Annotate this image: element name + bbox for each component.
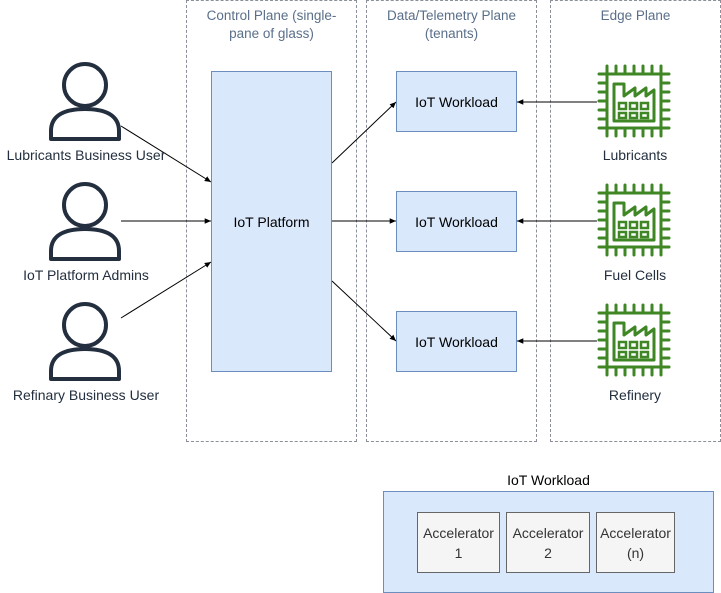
- accelerator-2-box[interactable]: Accelerator 2: [506, 512, 590, 573]
- user-icon: [49, 302, 121, 381]
- user-label-lubricants: Lubricants Business User: [6, 147, 166, 163]
- user-icon: [49, 62, 121, 141]
- edge-label-refinery: Refinery: [608, 387, 662, 403]
- data-plane-title: Data/Telemetry Plane (tenants): [386, 8, 517, 41]
- factory-chip-icon: [597, 64, 671, 138]
- edge-plane-title: Edge Plane: [600, 8, 671, 23]
- edge-label-lubricants: Lubricants: [602, 147, 668, 163]
- user-label-refinary: Refinary Business User: [12, 387, 160, 403]
- accelerator-1-box[interactable]: Accelerator 1: [417, 512, 500, 573]
- iot-workload-box-3[interactable]: IoT Workload: [396, 311, 517, 372]
- iot-platform-box[interactable]: IoT Platform: [211, 71, 332, 372]
- iot-workload-box-2[interactable]: IoT Workload: [396, 191, 517, 252]
- user-icon: [49, 182, 121, 261]
- edge-label-fuel-cells: Fuel Cells: [603, 267, 667, 283]
- control-plane-title: Control Plane (single- pane of glass): [206, 8, 337, 41]
- arrow-platform-to-workload-3: [331, 280, 397, 342]
- factory-chip-icon: [597, 183, 671, 257]
- workload-detail-title: IoT Workload: [507, 472, 590, 488]
- factory-chip-icon: [597, 303, 671, 377]
- arrow-platform-to-workload-1: [331, 101, 397, 164]
- iot-workload-box-1[interactable]: IoT Workload: [396, 71, 517, 132]
- user-label-admins: IoT Platform Admins: [23, 267, 149, 283]
- arrow-refinary-user-to-platform: [120, 261, 212, 319]
- accelerator-n-box[interactable]: Accelerator (n): [596, 512, 675, 573]
- arrow-lubricants-user-to-platform: [120, 125, 212, 183]
